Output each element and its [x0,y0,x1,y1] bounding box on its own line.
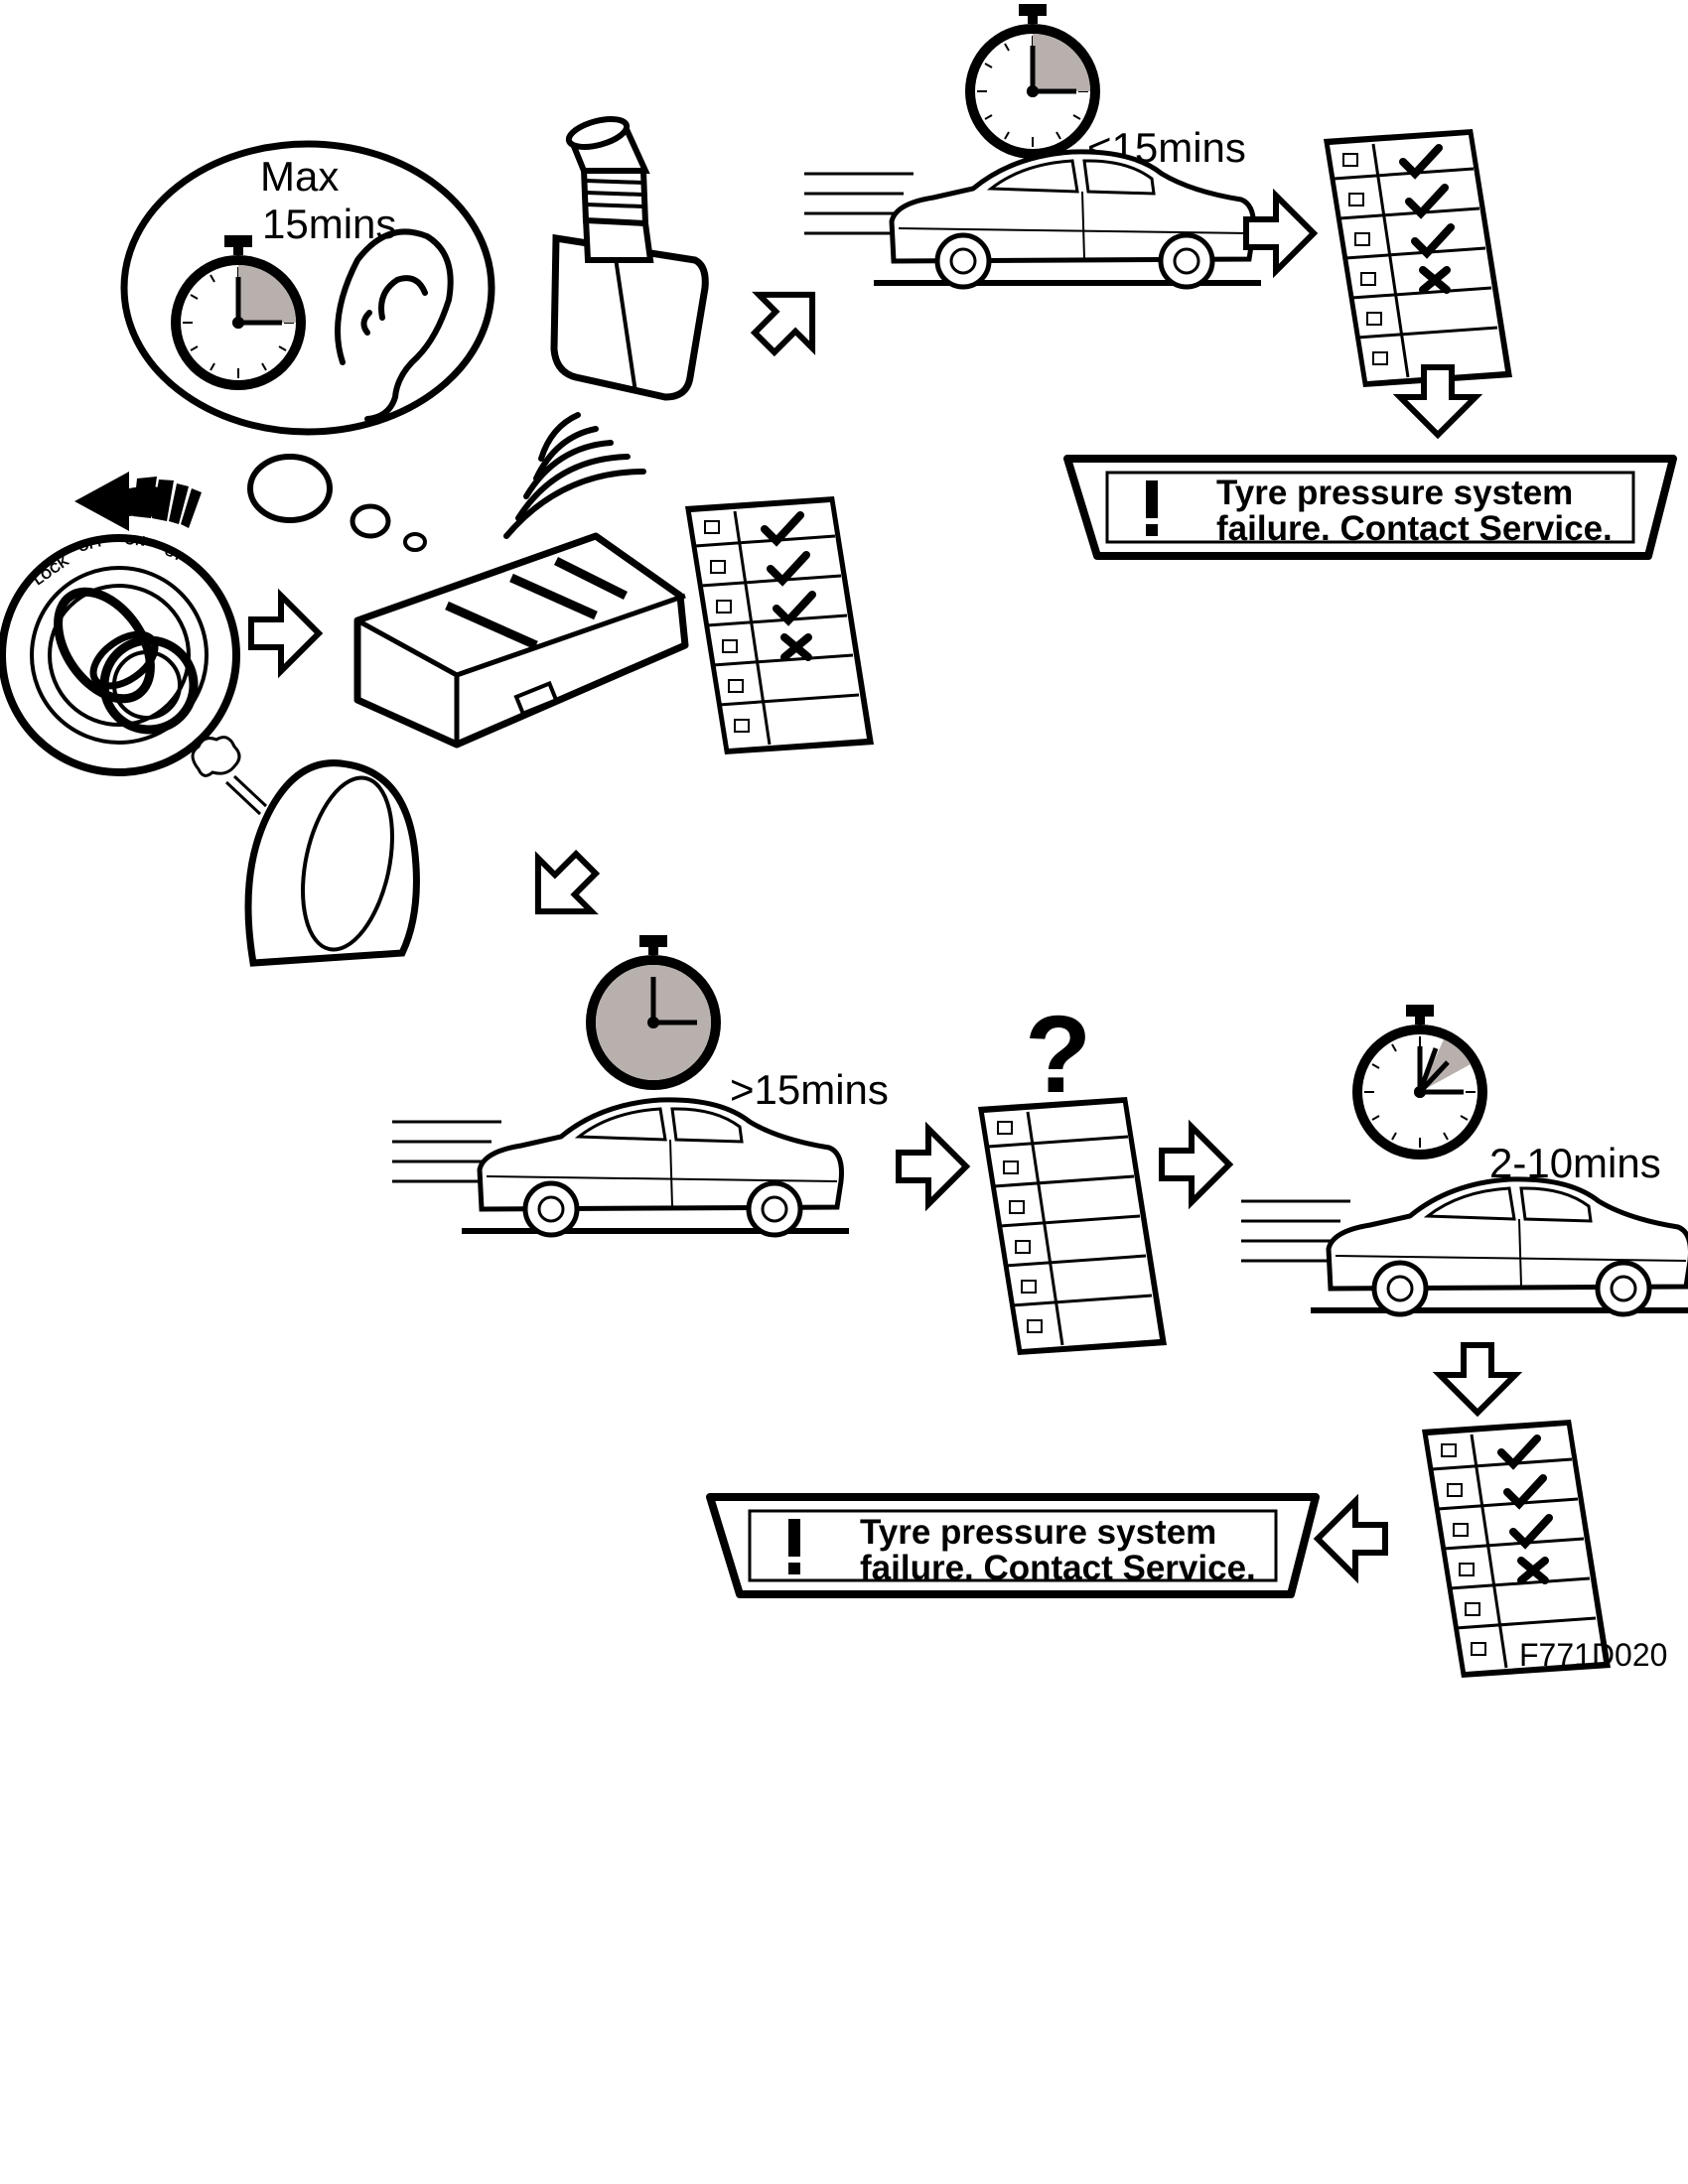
thought-max-label: Max [260,153,339,200]
checklist-top [1324,129,1512,387]
arrow-right-icon [1162,1127,1229,1202]
stopwatch-long-icon [586,935,721,1090]
radio-signal-icon [503,412,646,539]
stopwatch-brief-icon [1352,1005,1487,1160]
arrow-right-icon [899,1129,966,1204]
tpms-valve-sensor-icon [550,116,709,401]
figure-code: F771D020 [1519,1637,1667,1673]
tyre-deflating-icon [191,736,420,967]
warning-top-line2: failure. Contact Service. [1216,509,1613,548]
car-middle-icon [392,1100,849,1235]
ignition-off-label: OFF [76,532,108,555]
arrow-right-icon [1246,196,1314,271]
ignition-switch-icon [0,534,240,776]
checklist-center [685,496,874,754]
arrow-down-icon [1440,1345,1515,1413]
ignition-on-label: ON [124,531,146,549]
arrow-down-left-icon [511,837,613,938]
ignition-start-label: ST [163,542,186,564]
stopwatch-short-icon [965,4,1100,159]
car-right-icon [1241,1179,1688,1314]
arrow-right-icon [251,596,319,671]
arrow-up-right-icon [738,268,839,369]
stopwatch-icon [171,235,306,390]
ear-icon [335,228,454,422]
timer-long-label: >15mins [730,1066,889,1113]
warning-bottom-line2: failure. Contact Service. [860,1549,1256,1587]
car-top-icon [804,152,1261,287]
warning-bottom-line1: Tyre pressure system [860,1513,1216,1552]
arrow-left-icon [1318,1501,1385,1576]
checklist-unknown [978,1097,1167,1355]
ignition-turn-arrow-icon [74,472,202,531]
receiver-module-icon [353,532,689,749]
unknown-status-icon: ? [1025,994,1091,1116]
warning-top-line1: Tyre pressure system [1216,474,1573,512]
